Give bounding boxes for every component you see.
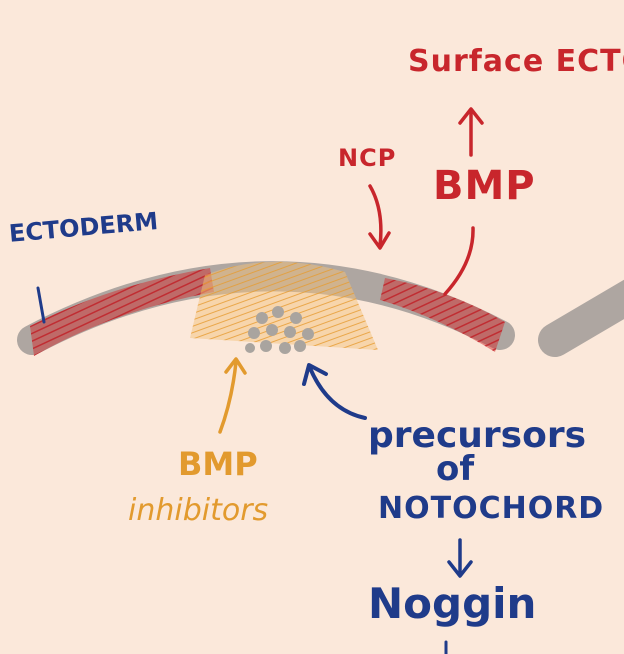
- adjacent-tissue-band: [538, 279, 624, 357]
- precursors-arrow: [308, 366, 367, 420]
- ncp-label: NCP: [338, 144, 397, 172]
- bmp-label: BMP: [433, 163, 536, 209]
- precursors-label-line2: of: [436, 449, 475, 489]
- ectoderm-red-left: [30, 268, 214, 356]
- ncp-arrowhead: [368, 231, 391, 250]
- bmp-to-surface-arrowhead: [458, 107, 484, 125]
- bmp-ectoderm-connector: [443, 226, 475, 296]
- precursors-label-line3: NOTOCHORD: [378, 491, 605, 526]
- bmp-inhibitor-region: [190, 261, 378, 350]
- bmp-inhibitors-arrowhead: [224, 357, 247, 375]
- bmp-inhibitors-arrow: [218, 360, 238, 434]
- surface-ecto-label: Surface ECTO: [408, 44, 624, 79]
- ectoderm-red-right: [380, 278, 505, 352]
- ncp-arrow: [368, 184, 383, 248]
- precursors-label-line1: precursors: [368, 415, 587, 456]
- notochord-to-noggin-arrowhead: [447, 560, 473, 578]
- noggin-label: Noggin: [368, 579, 537, 628]
- precursors-arrowhead: [302, 363, 328, 386]
- bmp-inhibitors-label-line1: BMP: [178, 445, 258, 483]
- ectoderm-pointer: [36, 286, 46, 324]
- bmp-inhibitors-label-line2: inhibitors: [128, 493, 269, 528]
- notochord-precursor-cells: [245, 306, 314, 354]
